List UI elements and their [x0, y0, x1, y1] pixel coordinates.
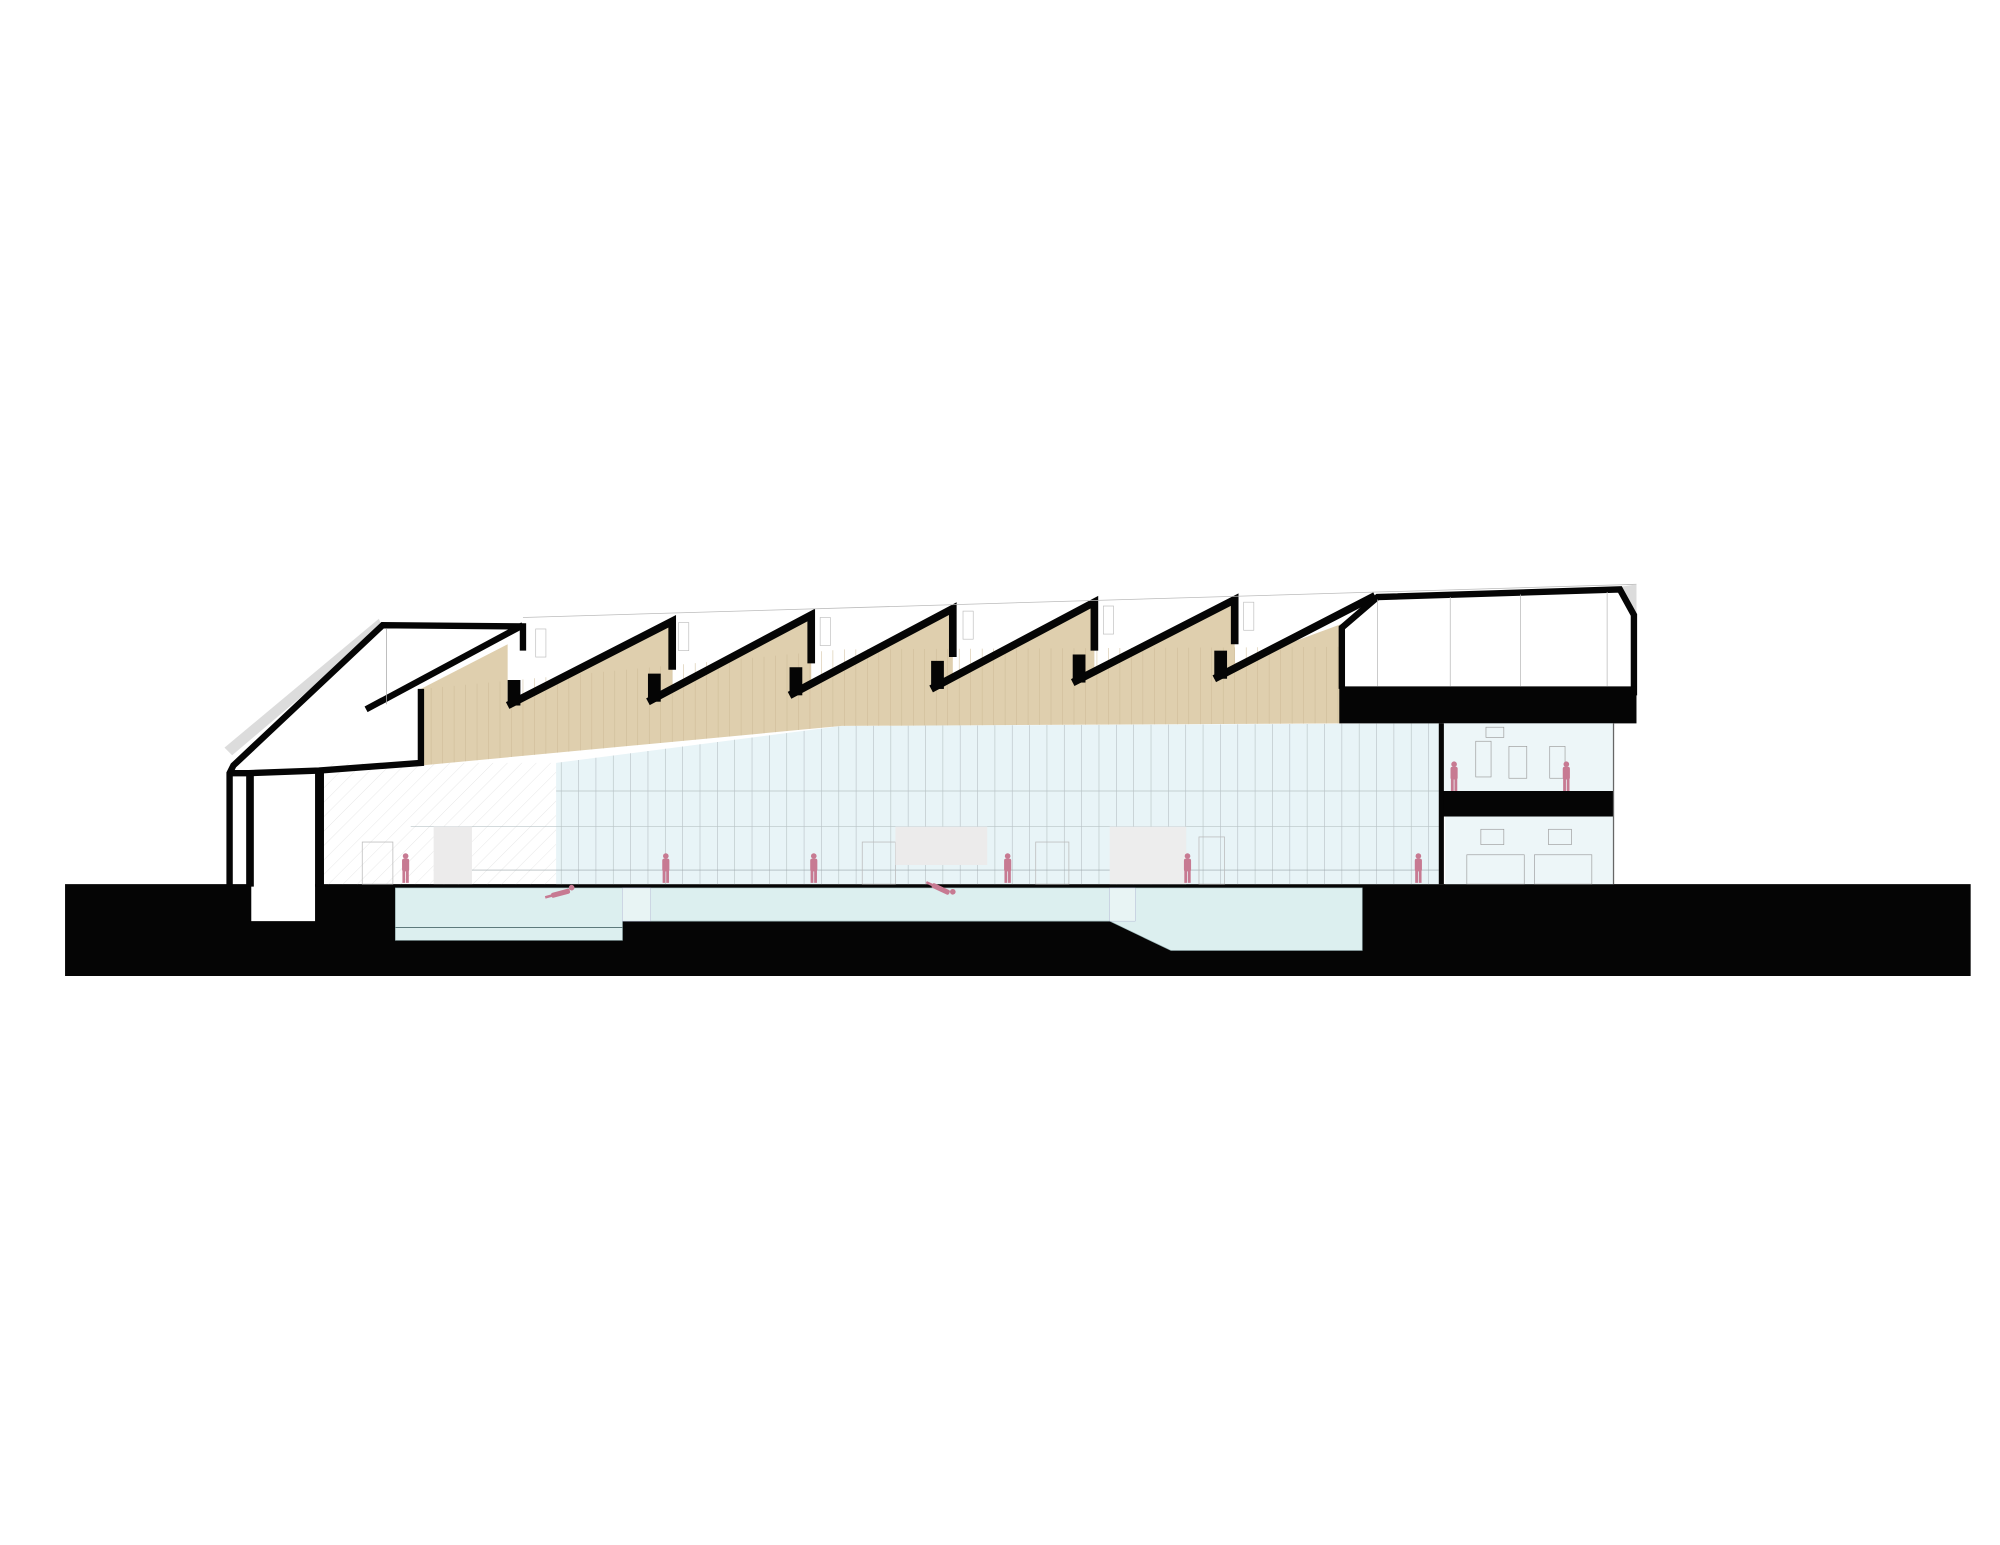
timber-cladding-joints [430, 646, 1339, 765]
right-upper-partitions [1377, 591, 1608, 687]
person-swimming-icon [925, 881, 956, 895]
sawtooth-gutters [507, 650, 1228, 706]
sawtooth-roof-cut [505, 592, 1377, 709]
left-roof-cut [226, 621, 527, 887]
gym-room [1442, 723, 1614, 794]
person-standing-icon [810, 853, 818, 883]
left-building [224, 618, 527, 887]
interior-door [361, 841, 394, 885]
people [402, 761, 1570, 899]
timber-cladding [420, 599, 1342, 766]
left-roof-glazing [224, 618, 383, 756]
person-standing-icon [402, 853, 410, 883]
pool-step-right [1109, 887, 1136, 922]
roof-outline [522, 583, 1637, 618]
left-wall-cut [246, 770, 324, 887]
right-upper-slab [1339, 686, 1637, 724]
person-standing-icon [1450, 761, 1458, 791]
curtain-wall-mullions [560, 723, 1429, 885]
interior-door [1198, 836, 1225, 885]
person-standing-icon [1004, 853, 1012, 883]
person-swimming-icon [544, 884, 575, 899]
person-standing-icon [1414, 853, 1422, 883]
right-building [1338, 584, 1638, 885]
right-column [1438, 723, 1444, 885]
person-standing-icon [662, 853, 670, 883]
interior-door [1035, 841, 1070, 885]
curtain-wall [556, 723, 1439, 885]
interior-panel [895, 826, 988, 865]
right-upper-box-cut [1338, 586, 1638, 696]
interior-panel [433, 826, 472, 885]
changing-room [1445, 816, 1614, 885]
interior-panel [1109, 826, 1187, 885]
pool-step [622, 887, 651, 922]
basement-room [251, 880, 316, 922]
upper-roof-cut [364, 622, 525, 713]
right-mid-slab [1441, 790, 1614, 817]
clerestory-windows [535, 601, 1255, 658]
person-standing-icon [1183, 853, 1192, 883]
person-standing-icon [1562, 761, 1570, 791]
changing-room-fixtures [1466, 828, 1593, 885]
